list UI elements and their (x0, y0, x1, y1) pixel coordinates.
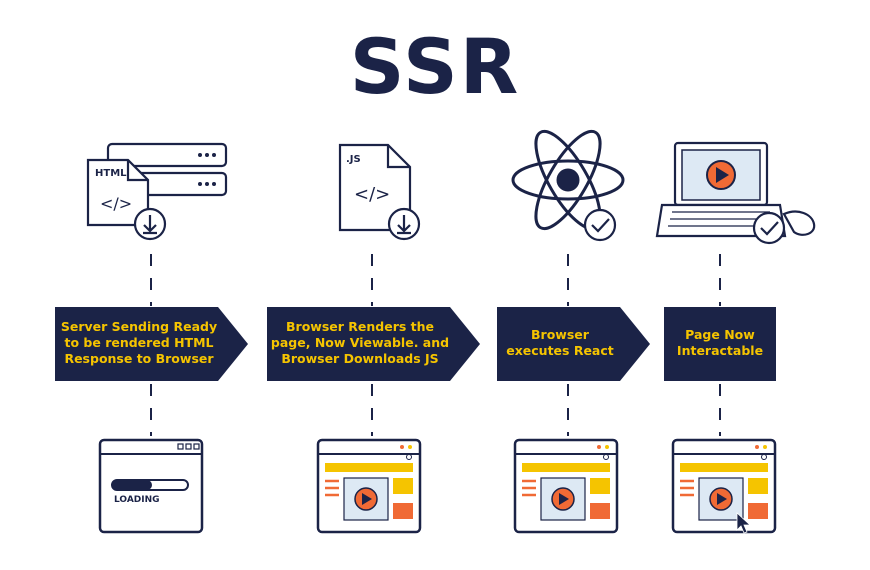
html-code-glyph: </> (100, 194, 132, 213)
step-3-banner: Browser executes React (497, 307, 650, 381)
laptop-play-triangle-icon (716, 167, 729, 183)
js-tag-text: .JS (346, 154, 361, 165)
react-atom-icon (511, 129, 625, 242)
dashed-connectors (150, 254, 721, 436)
step-1-line-1: Server Sending Ready (61, 319, 217, 334)
server-html-icon (86, 142, 228, 241)
step-3-line-2: executes React (506, 343, 614, 358)
step-4-banner: Page Now Interactable (664, 307, 776, 381)
mouse-cursor-icon (736, 512, 752, 534)
step-2-line-1: Browser Renders the (286, 319, 434, 334)
step-2-line-2: page, Now Viewable. and (271, 335, 449, 350)
rendered-page-window-1 (316, 438, 422, 534)
step-3-line-1: Browser (531, 327, 590, 342)
step-4-line-2: Interactable (677, 343, 763, 358)
step-2-line-3: Browser Downloads JS (281, 351, 438, 366)
step-2-banner: Browser Renders the page, Now Viewable. … (267, 307, 480, 381)
step-1-banner: Server Sending Ready to be rendered HTML… (55, 307, 248, 381)
page-title: SSR (349, 22, 521, 111)
step-1-line-2: to be rendered HTML (65, 335, 214, 350)
loading-text: LOADING (114, 495, 160, 505)
step-4-line-1: Page Now (685, 327, 755, 342)
js-file-icon (338, 143, 421, 241)
html-tag-text: HTML (95, 168, 127, 179)
rendered-page-window-2 (513, 438, 619, 534)
loading-browser-window (98, 438, 204, 534)
laptop-play-icon (655, 141, 816, 245)
step-1-line-3: Response to Browser (64, 351, 214, 366)
interactive-page-window (671, 438, 777, 534)
js-code-glyph: </> (354, 184, 390, 205)
